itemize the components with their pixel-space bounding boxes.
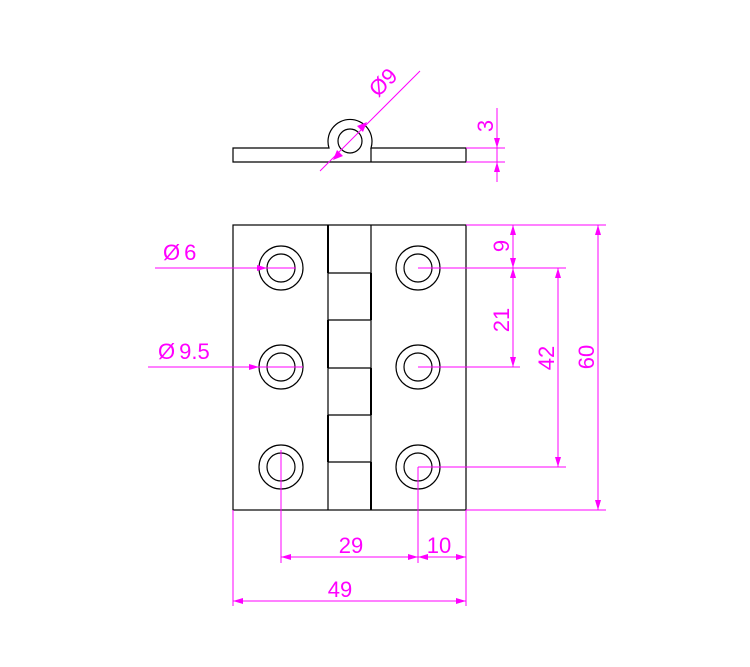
knuckle-segments xyxy=(328,272,371,463)
top-view-plate-outline xyxy=(232,118,467,163)
horizontal-dimensions: 29 10 49 xyxy=(232,450,467,606)
pin-hole xyxy=(337,128,363,154)
pin-diameter-label: Ø9 xyxy=(364,63,402,101)
hole-pitch-label: 21 xyxy=(489,308,514,332)
overall-height-label: 60 xyxy=(574,345,599,369)
hole-to-edge-label: 10 xyxy=(427,533,451,558)
vertical-dimensions: 9 21 42 60 xyxy=(418,224,606,511)
hole-spacing-label: 29 xyxy=(339,533,363,558)
pin-diameter-dimension: Ø9 xyxy=(319,63,421,172)
edge-to-hole-label: 9 xyxy=(489,240,514,252)
thickness-dimension: 3 xyxy=(466,108,505,182)
top-view xyxy=(232,118,467,163)
overall-width-label: 49 xyxy=(328,577,352,602)
thickness-label: 3 xyxy=(473,120,498,132)
hole-span-label: 42 xyxy=(534,346,559,370)
